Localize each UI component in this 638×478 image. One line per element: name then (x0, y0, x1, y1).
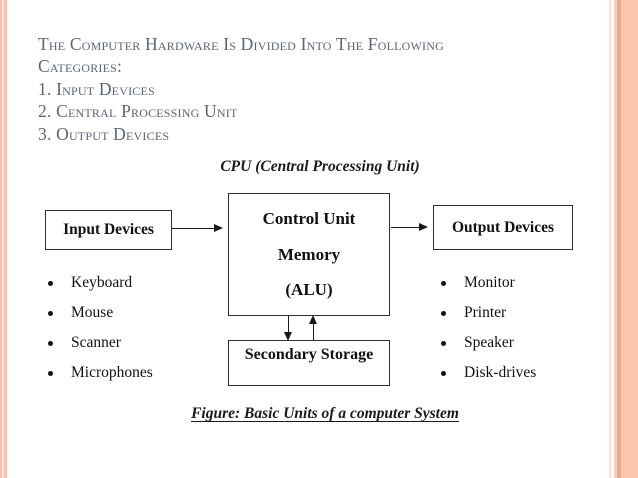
bullet-icon (441, 280, 446, 286)
heading-line-2: Categories: (38, 56, 123, 77)
slide-heading: The Computer Hardware Is Divided Into Th… (38, 33, 508, 145)
cpu-line-alu: (ALU) (285, 279, 333, 299)
secondary-storage-box: Secondary Storage (228, 340, 390, 386)
heading-item-3: 3. Output Devices (38, 123, 170, 144)
cpu-box: Control Unit Memory (ALU) (228, 193, 390, 316)
list-item: Speaker (441, 328, 536, 358)
heading-item-2: 2. Central Processing Unit (38, 101, 238, 122)
input-devices-label: Input Devices (63, 221, 154, 238)
list-item: Mouse (48, 298, 153, 328)
left-accent-border (0, 0, 8, 478)
bullet-icon (48, 280, 53, 286)
arrow-cpu-to-output-icon (391, 223, 428, 231)
bullet-icon (441, 340, 446, 346)
input-item-label: Scanner (71, 334, 121, 351)
input-devices-list: Keyboard Mouse Scanner Microphones (48, 268, 153, 388)
cpu-line-control-unit: Control Unit (262, 209, 356, 229)
secondary-storage-label: Secondary Storage (244, 346, 374, 363)
input-item-label: Keyboard (71, 274, 133, 291)
arrow-cpu-to-storage-icon (284, 316, 293, 341)
list-item: Monitor (441, 268, 536, 298)
output-item-label: Disk-drives (464, 364, 537, 381)
output-devices-box: Output Devices (433, 205, 573, 250)
bullet-icon (48, 340, 53, 346)
bullet-icon (441, 370, 446, 376)
bullet-icon (441, 310, 446, 316)
list-item: Printer (441, 298, 536, 328)
output-item-label: Monitor (464, 274, 515, 291)
heading-line-1: The Computer Hardware Is Divided Into Th… (38, 34, 444, 54)
figure-caption-text: Figure: Basic Units of a computer System (191, 405, 459, 422)
diagram-title: CPU (Central Processing Unit) (220, 158, 420, 175)
cpu-line-memory: Memory (277, 244, 341, 264)
output-item-label: Speaker (464, 334, 514, 351)
output-devices-label: Output Devices (451, 218, 555, 236)
right-accent-border (608, 0, 638, 478)
arrow-storage-to-cpu-icon (309, 315, 318, 340)
bullet-icon (48, 370, 53, 376)
output-devices-list: Monitor Printer Speaker Disk-drives (441, 268, 536, 388)
output-item-label: Printer (464, 304, 507, 321)
bullet-icon (48, 310, 53, 316)
list-item: Keyboard (48, 268, 153, 298)
input-devices-box: Input Devices (45, 210, 172, 250)
list-item: Scanner (48, 328, 153, 358)
list-item: Microphones (48, 358, 153, 388)
heading-item-1: 1. Input Devices (38, 78, 155, 99)
input-item-label: Mouse (71, 304, 114, 321)
figure-caption: Figure: Basic Units of a computer System (20, 405, 630, 423)
input-item-label: Microphones (71, 364, 153, 381)
arrow-input-to-cpu-icon (172, 224, 223, 232)
list-item: Disk-drives (441, 358, 536, 388)
